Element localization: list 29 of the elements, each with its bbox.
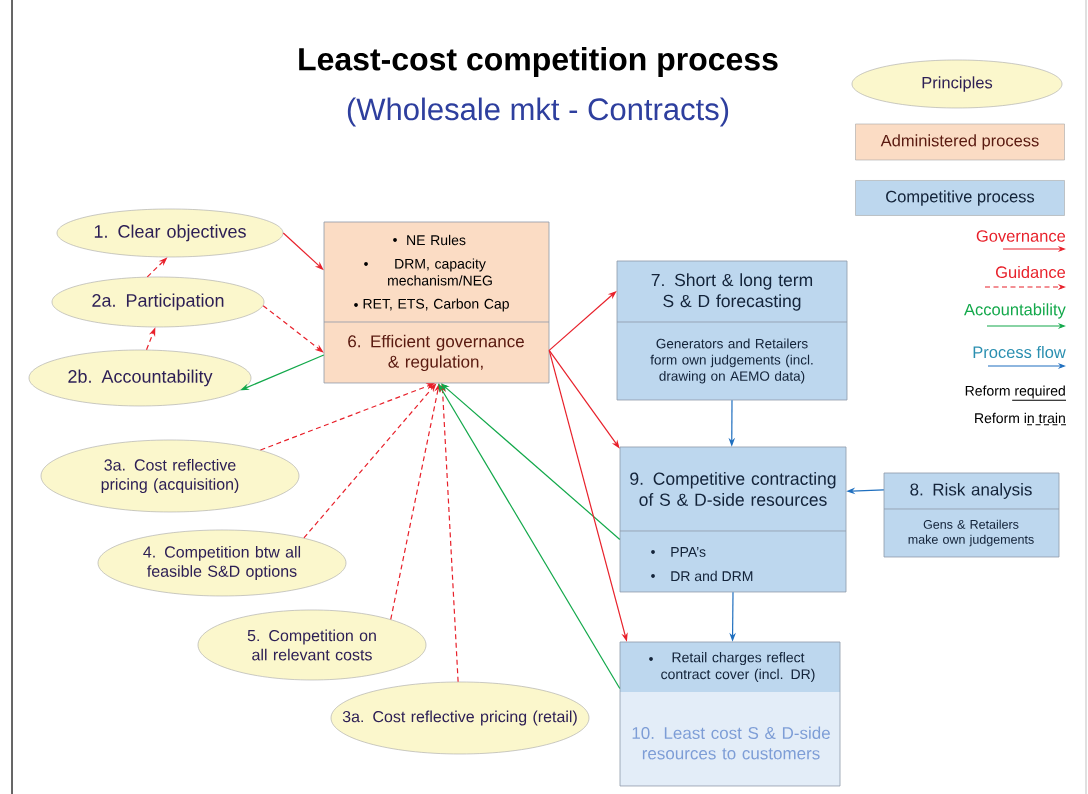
legend-text: Governance	[976, 230, 1066, 242]
legend-item: Reform in train	[975, 412, 1067, 426]
subtitle: (Wholesale mkt - Contracts)	[347, 97, 729, 127]
process-box	[883, 472, 1060, 558]
title: Least-cost competition process	[299, 47, 778, 77]
process-box	[619, 641, 841, 787]
legend-text: Process flow	[973, 345, 1066, 359]
legend-text: Guidance	[996, 265, 1066, 279]
bullet-item: Retail charges reflect contract cover (incl. DR)	[649, 652, 815, 682]
process-box	[619, 446, 847, 593]
box-heading: 8. Risk analysis	[910, 483, 1032, 499]
box-heading: 9. Competitive contracting of S & D-side resources	[630, 472, 836, 506]
bullet-item: NE Rules	[393, 234, 466, 246]
legend-item: Competitive process	[855, 180, 1065, 216]
legend-item: Reform required	[965, 385, 1067, 401]
bullet-item: DRM, capacity mechanism/NEG	[364, 258, 492, 286]
box-text: Gens & Retailers make own judgements	[908, 519, 1034, 547]
box-heading: 10. Least cost S & D-side resources to customers	[632, 726, 830, 760]
legend-text: Accountability	[964, 303, 1066, 319]
process-box	[616, 260, 848, 401]
process-box	[323, 221, 550, 384]
box-heading: 6. Efficient governance & regulation,	[348, 334, 524, 372]
box-text: Generators and Retailers form own judgements (incl. drawing on AEMO data)	[650, 338, 813, 384]
bullet-item: DR and DRM	[651, 570, 753, 582]
legend-item: Administered process	[855, 123, 1065, 161]
bullet-item: PPA’s	[651, 547, 706, 557]
bullet-item: RET, ETS, Carbon Cap	[354, 298, 509, 312]
box-heading: 7. Short & long term S & D forecasting	[651, 273, 813, 311]
legend-item: Principles	[851, 59, 1063, 109]
